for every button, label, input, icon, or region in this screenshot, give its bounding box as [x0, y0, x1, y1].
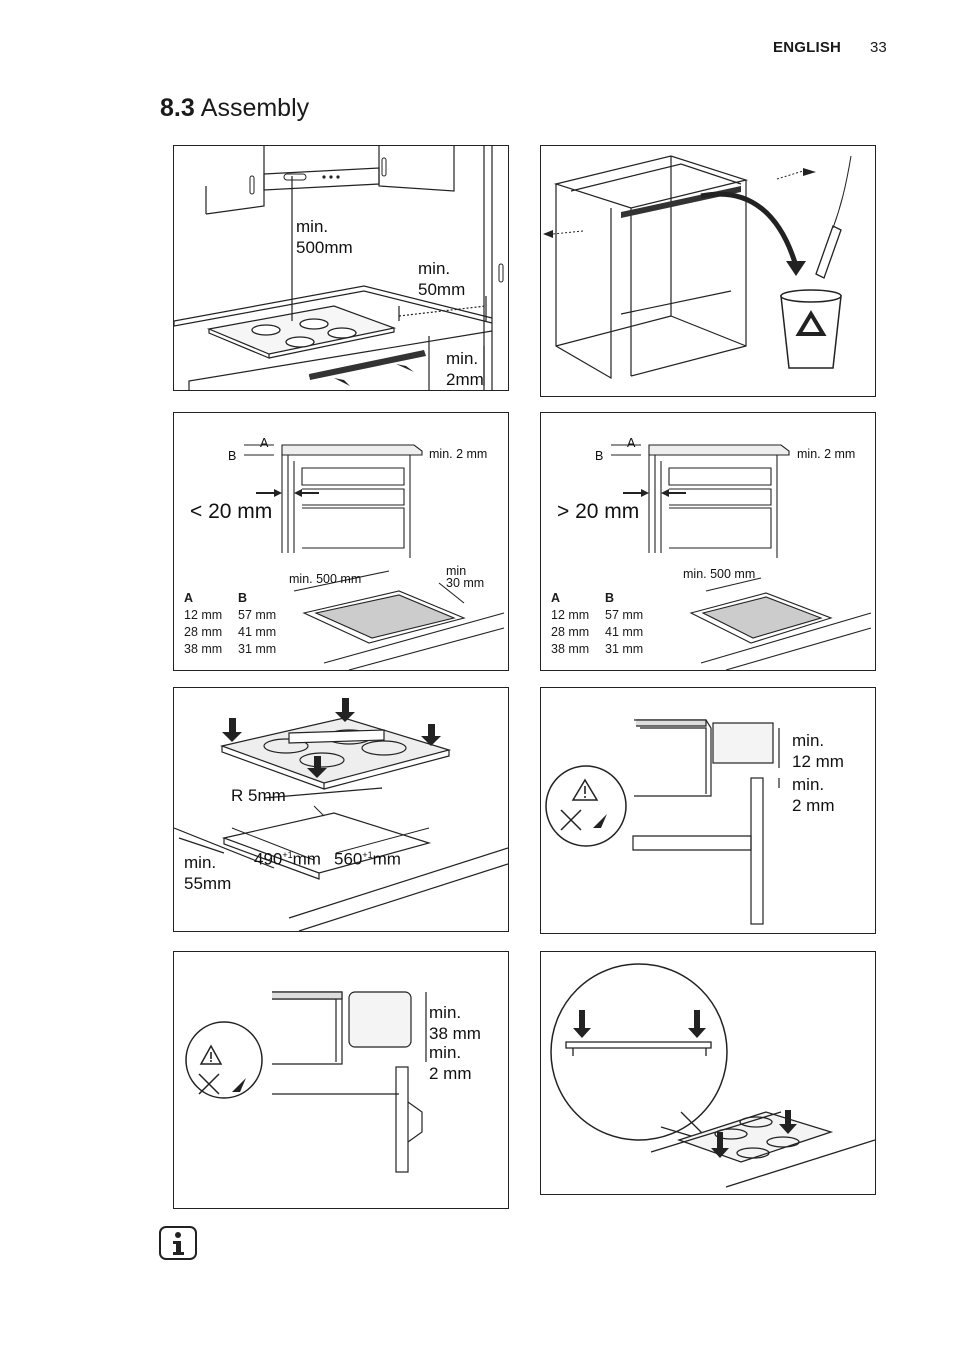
table-cell: 12 mm: [551, 608, 590, 622]
table-cell: 41 mm: [605, 625, 644, 639]
min-500mm-label: min. 500 mm: [683, 567, 756, 581]
table-cell: 41 mm: [238, 625, 277, 639]
table-cell: 28 mm: [551, 625, 590, 639]
info-glyph: [173, 1232, 184, 1255]
figure-remove-rail: [540, 145, 876, 397]
side-section-less-20: [244, 444, 505, 670]
dimension-table: A B 12 mm 57 mm 28 mm 41 mm 38 mm 31 mm: [184, 590, 276, 658]
min-2mm-label: min. 2 mm: [797, 447, 856, 461]
table-row: 12 mm 57 mm: [184, 607, 276, 624]
cutout-illustration: [174, 698, 508, 931]
more-20mm-label: > 20 mm: [557, 500, 640, 523]
figure-worktop-12mm: min. 12 mm min. 2 mm: [540, 687, 876, 934]
dim-a-label: A: [627, 436, 636, 450]
table-cell: 31 mm: [605, 642, 644, 656]
figure-clearances: min. 500mm min. 50mm min. 2mm: [173, 145, 509, 391]
table-cell: 57 mm: [605, 608, 644, 622]
page-number: 33: [870, 39, 887, 56]
table-head-b: B: [238, 591, 248, 605]
table-row: 12 mm 57 mm: [551, 607, 643, 624]
tolerance-sup: +1: [282, 850, 293, 860]
figure-cutout: R 5mm 490+1mm 560+1mm min. 55mm: [173, 687, 509, 932]
dimension-table: A B 12 mm 57 mm 28 mm 41 mm 38 mm 31 mm: [551, 590, 643, 658]
table-cell: 38 mm: [551, 642, 590, 656]
gap-2mm-label: min. 2 mm: [792, 775, 835, 815]
less-20mm-label: < 20 mm: [190, 500, 273, 523]
depth-value: 560: [334, 849, 363, 869]
side-section-more-20: [611, 444, 872, 670]
press-hob-illustration: [550, 963, 875, 1188]
figure-less-20mm: A B min. 2 mm < 20 mm min. 500 mm min 30…: [173, 412, 509, 671]
warning-triangle-icon: [571, 778, 599, 801]
warning-triangle-icon: [199, 1044, 223, 1065]
table-cell: 12 mm: [184, 608, 223, 622]
clearance-2-label: min. 2mm: [446, 349, 484, 389]
min-30mm-label: min 30 mm: [446, 564, 485, 590]
section-title-text: Assembly: [200, 94, 310, 122]
info-icon: [159, 1226, 197, 1260]
table-row: 28 mm 41 mm: [551, 624, 643, 641]
depth-label: 560+1mm: [334, 845, 401, 870]
clearance-500-label: min. 500mm: [296, 217, 353, 257]
radius-label: R 5mm: [231, 786, 286, 805]
worktop-section-12: [545, 719, 780, 925]
width-label: 490+1mm: [254, 845, 321, 870]
worktop-section-38: [185, 991, 427, 1173]
min-500mm-label: min. 500 mm: [289, 572, 362, 586]
clearance-55-label: min. 55mm: [184, 853, 232, 893]
table-row: 38 mm 31 mm: [551, 641, 643, 658]
section-number: 8.3: [160, 94, 195, 122]
table-cell: 38 mm: [184, 642, 223, 656]
dim-b-label: B: [228, 449, 237, 463]
figure-press-hob: [540, 951, 876, 1195]
gap-2mm-label: min. 2 mm: [429, 1043, 472, 1083]
worktop-38mm-label: min. 38 mm: [429, 1003, 481, 1043]
dim-a-label: A: [260, 436, 269, 450]
recycle-bin-icon: [795, 310, 827, 336]
cabinet-illustration: [543, 155, 852, 380]
kitchen-illustration: [174, 146, 504, 390]
width-value: 490: [254, 849, 283, 869]
tolerance-sup: +1: [362, 850, 373, 860]
table-cell: 31 mm: [238, 642, 277, 656]
unit: mm: [372, 849, 401, 869]
figure-worktop-38mm: min. 38 mm min. 2 mm: [173, 951, 509, 1209]
table-head-b: B: [605, 591, 615, 605]
clearance-50-label: min. 50mm: [418, 259, 466, 299]
table-head-a: A: [551, 591, 561, 605]
unit: mm: [292, 849, 321, 869]
worktop-12mm-label: min. 12 mm: [792, 731, 844, 771]
table-cell: 57 mm: [238, 608, 277, 622]
table-row: 28 mm 41 mm: [184, 624, 276, 641]
table-row: 38 mm 31 mm: [184, 641, 276, 658]
table-head-a: A: [184, 591, 194, 605]
dim-b-label: B: [595, 449, 604, 463]
figure-more-20mm: A B min. 2 mm > 20 mm min. 500 mm A B 12 …: [540, 412, 876, 671]
table-cell: 28 mm: [184, 625, 223, 639]
header-language: ENGLISH: [773, 39, 842, 56]
min-2mm-label: min. 2 mm: [429, 447, 488, 461]
